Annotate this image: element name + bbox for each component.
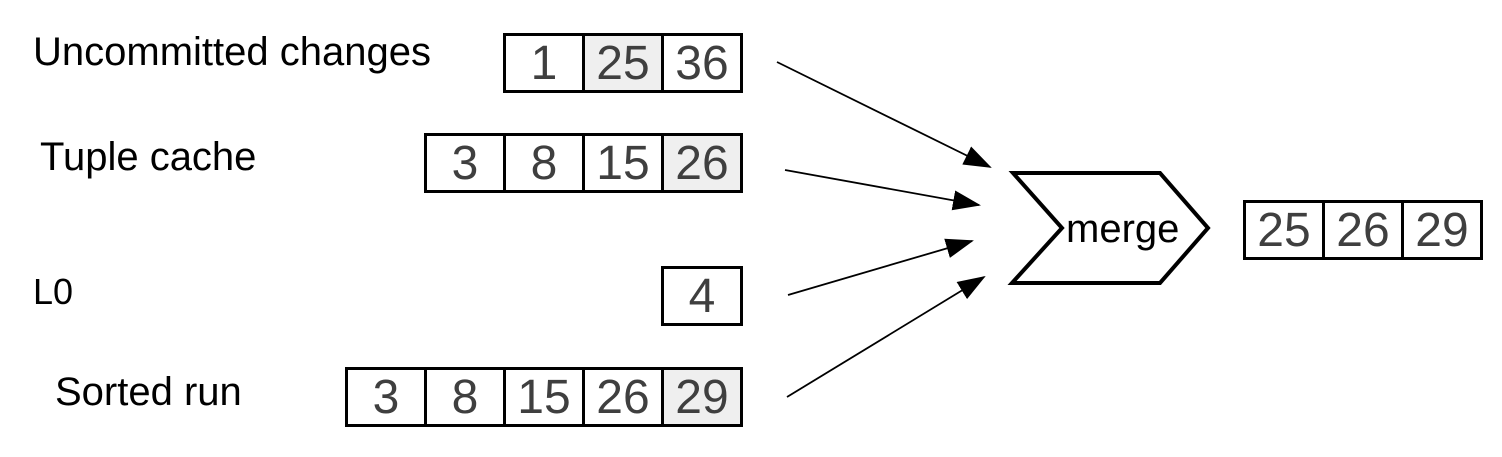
cell: 1 <box>503 33 585 93</box>
cell: 36 <box>661 33 743 93</box>
arrow-l0-to-merge <box>787 238 974 296</box>
cell: 8 <box>503 133 585 193</box>
cell: 15 <box>503 367 585 427</box>
cell: 29 <box>1401 200 1483 260</box>
arrow-tuple-cache-to-merge <box>784 169 981 211</box>
cell: 26 <box>661 133 743 193</box>
uncommitted-changes-run: 1 25 36 <box>503 33 743 93</box>
row-label-sorted-run: Sorted run <box>55 370 242 414</box>
cell: 3 <box>345 367 427 427</box>
row-label-uncommitted-changes: Uncommitted changes <box>33 30 431 74</box>
sorted-run-run: 3 8 15 26 29 <box>345 367 743 427</box>
l0-run: 4 <box>661 266 743 326</box>
cell: 4 <box>661 266 743 326</box>
merge-chevron-shape <box>1007 171 1211 285</box>
arrow-uncommitted-changes-to-merge <box>776 61 992 168</box>
cell: 15 <box>582 133 664 193</box>
row-label-tuple-cache: Tuple cache <box>40 135 257 179</box>
row-label-l0: L0 <box>33 271 74 312</box>
cell: 26 <box>582 367 664 427</box>
merge-output-run: 25 26 29 <box>1243 200 1483 260</box>
cell: 25 <box>582 33 664 93</box>
cell: 29 <box>661 367 743 427</box>
cell: 8 <box>424 367 506 427</box>
arrow-sorted-run-to-merge <box>786 275 986 398</box>
cell: 25 <box>1243 200 1325 260</box>
tuple-cache-run: 3 8 15 26 <box>424 133 743 193</box>
cell: 3 <box>424 133 506 193</box>
cell: 26 <box>1322 200 1404 260</box>
merge-label: merge <box>1066 207 1179 251</box>
